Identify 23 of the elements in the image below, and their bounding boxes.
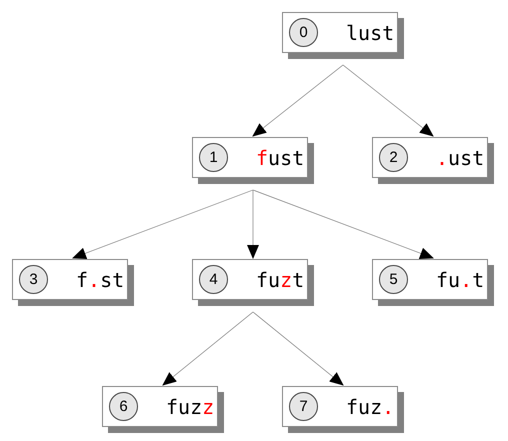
arrow [252,190,434,260]
node-number: 1 [199,143,228,172]
arrow [247,190,259,259]
state-word: fuzt [256,268,304,292]
state-word: fuzz [166,394,214,418]
node-number: 2 [379,143,408,172]
node-number: 3 [19,265,48,294]
state-word: .ust [436,146,484,170]
node-number: 0 [289,18,318,47]
arrow [162,312,254,386]
arrow [252,312,344,386]
state-word: f.st [76,268,124,292]
node-number: 6 [109,392,138,421]
node-number: 5 [379,265,408,294]
arrow [342,64,434,137]
state-word: fu.t [436,268,484,292]
node-number: 4 [199,265,228,294]
node-number: 7 [289,392,318,421]
state-word: fust [256,146,304,170]
arrow [252,64,344,137]
arrow [72,190,254,260]
state-word: fuz. [346,394,394,418]
state-word: lust [346,20,394,44]
